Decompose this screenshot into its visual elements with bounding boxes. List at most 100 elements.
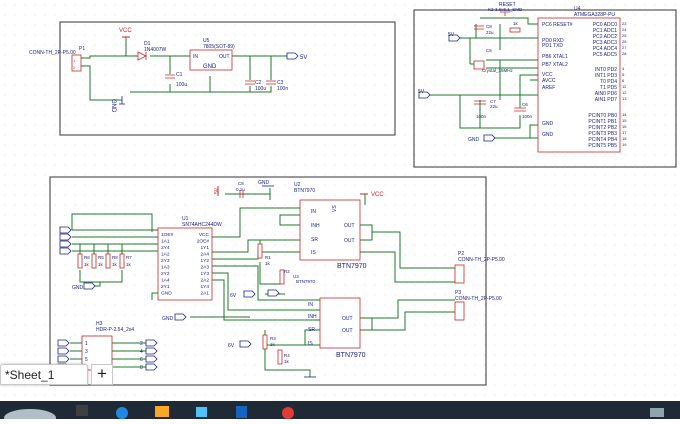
- input-port-2[interactable]: [59, 233, 72, 241]
- p3-connector[interactable]: [454, 301, 465, 321]
- p2-connector[interactable]: [454, 264, 465, 284]
- chrome-browser-icon[interactable]: [282, 407, 294, 419]
- c1-capacitor[interactable]: [165, 74, 175, 79]
- p3-part: CONN-TH_2P-P5.00: [455, 296, 502, 302]
- h3-part: HDR-P-2.54_2x4: [96, 327, 134, 333]
- u2-btn7970-chip[interactable]: [299, 199, 361, 261]
- p1-part: CONN-TH_2P-P5.00: [29, 50, 76, 56]
- u1-left-pin: 1A1: [161, 239, 170, 245]
- u2-title: BTN7970: [337, 263, 367, 270]
- r2-resistor[interactable]: [279, 269, 285, 285]
- input-port-4[interactable]: [59, 247, 72, 255]
- c6-capacitor[interactable]: [514, 107, 526, 112]
- driver-6v-label-2: 6V: [228, 343, 235, 349]
- c-decoupling-capacitor[interactable]: [239, 190, 244, 198]
- u2-gnd-port[interactable]: [267, 289, 280, 297]
- h3-right-port[interactable]: [145, 355, 158, 363]
- r5-resistor[interactable]: [91, 253, 97, 269]
- c2-value: 100u: [255, 86, 266, 92]
- h3-left-port[interactable]: [57, 355, 70, 363]
- u1-part: SN74AHC244DW: [182, 222, 222, 228]
- u4-atmega328p-chip[interactable]: [537, 17, 621, 153]
- u4-pin-number: 23: [622, 21, 627, 26]
- mcu-gnd-port-flag[interactable]: [483, 134, 496, 142]
- edge-browser-icon[interactable]: [116, 407, 128, 419]
- u5-regulator[interactable]: [189, 49, 233, 71]
- crystal-label: Crystal_16MHz: [482, 68, 514, 73]
- input-port-1[interactable]: [59, 226, 72, 234]
- u1-right-pin: 1Y4: [200, 284, 209, 290]
- driver-gnd-port-bottom[interactable]: [174, 313, 187, 321]
- u5-part: 7805(SOT-89): [203, 44, 235, 50]
- c2-capacitor[interactable]: [245, 80, 255, 85]
- driver-6v-label: 6V: [230, 293, 237, 299]
- c3-capacitor[interactable]: [266, 80, 276, 85]
- u2-pin-vs: VS: [332, 205, 338, 212]
- reset-label: RESET: [499, 2, 516, 8]
- svg-text:2: 2: [73, 65, 76, 70]
- p2-part: CONN-TH_2P-P5.00: [458, 257, 505, 263]
- reset-resistor[interactable]: [509, 27, 521, 33]
- r4-resistor[interactable]: [277, 349, 283, 365]
- u4-left-pin: PC6 RESET#: [542, 22, 573, 28]
- u4-pin-number: 18: [622, 136, 627, 141]
- driver-gnd-port-left[interactable]: [83, 282, 96, 290]
- h3-right-port[interactable]: [145, 363, 158, 371]
- h3-left-port[interactable]: [57, 347, 70, 355]
- u4-right-pin: PC4 ADC4: [593, 46, 617, 52]
- u4-pin-number: 14: [622, 112, 627, 117]
- r1-ref: R1: [265, 255, 271, 260]
- r6-resistor[interactable]: [77, 253, 83, 269]
- u1-left-pin: 2Y2: [161, 271, 170, 277]
- taskview-icon[interactable]: [76, 405, 88, 416]
- h3-left-pin: 5: [85, 357, 88, 363]
- u4-left-pin: GND: [542, 132, 554, 138]
- start-orb-icon[interactable]: [4, 409, 56, 424]
- h3-right-port[interactable]: [145, 347, 158, 355]
- r8-resistor[interactable]: [105, 253, 111, 269]
- u1-sn74ahc244-chip[interactable]: [157, 227, 213, 301]
- u4-right-pin: T0 PD4: [600, 79, 617, 85]
- u4-pin-number: 25: [622, 33, 627, 38]
- u5-gnd-pin: GND: [203, 64, 217, 70]
- c7-capacitor[interactable]: [474, 100, 486, 105]
- store-icon[interactable]: [196, 407, 207, 417]
- u4-pin-number: 15: [622, 118, 627, 123]
- u1-right-pin: 2A1: [200, 291, 209, 297]
- gnd-symbol[interactable]: [119, 96, 125, 105]
- u3-btn7970-chip[interactable]: [319, 297, 361, 349]
- driver-6v-port[interactable]: [243, 290, 256, 298]
- reset-button-symbol[interactable]: [498, 11, 512, 19]
- u2-pin-out2: OUT: [344, 238, 355, 244]
- r3-resistor[interactable]: [262, 334, 268, 350]
- mail-icon[interactable]: [236, 406, 247, 418]
- mcu-5v-net-label: 5V: [448, 32, 455, 38]
- file-explorer-icon[interactable]: [155, 406, 169, 417]
- crystal-symbol[interactable]: [473, 60, 485, 70]
- sheet-tab[interactable]: *Sheet_1: [0, 364, 88, 385]
- c8-capacitor[interactable]: [474, 25, 484, 30]
- r2-ref: R2: [284, 269, 290, 274]
- h3-left-port[interactable]: [57, 339, 70, 347]
- r1-resistor[interactable]: [257, 243, 263, 259]
- tray-icon[interactable]: [650, 408, 664, 417]
- d1-diode[interactable]: [137, 51, 147, 61]
- add-sheet-button[interactable]: +: [91, 364, 113, 385]
- input-port-3[interactable]: [59, 240, 72, 248]
- r7-resistor[interactable]: [119, 253, 125, 269]
- c7-value: 22u: [490, 104, 498, 109]
- p1-ref: P1: [79, 46, 85, 52]
- 5v-port-flag[interactable]: [286, 52, 299, 60]
- u2-pin-sr: SR: [311, 237, 318, 243]
- r1-value: 1k: [265, 261, 271, 266]
- r6-ref: R6: [84, 255, 90, 260]
- driver-6v-port-2[interactable]: [239, 340, 252, 348]
- mcu-5v-net-label-2: 5V: [418, 89, 425, 95]
- u4-pin-number: 13: [622, 96, 627, 101]
- p1-connector[interactable]: [71, 54, 82, 72]
- h3-right-port[interactable]: [145, 339, 158, 347]
- c-top-value: 0.1u: [236, 187, 245, 192]
- reset-resistor-value: 1k: [513, 21, 519, 26]
- u2-pin-inh: INH: [311, 223, 320, 229]
